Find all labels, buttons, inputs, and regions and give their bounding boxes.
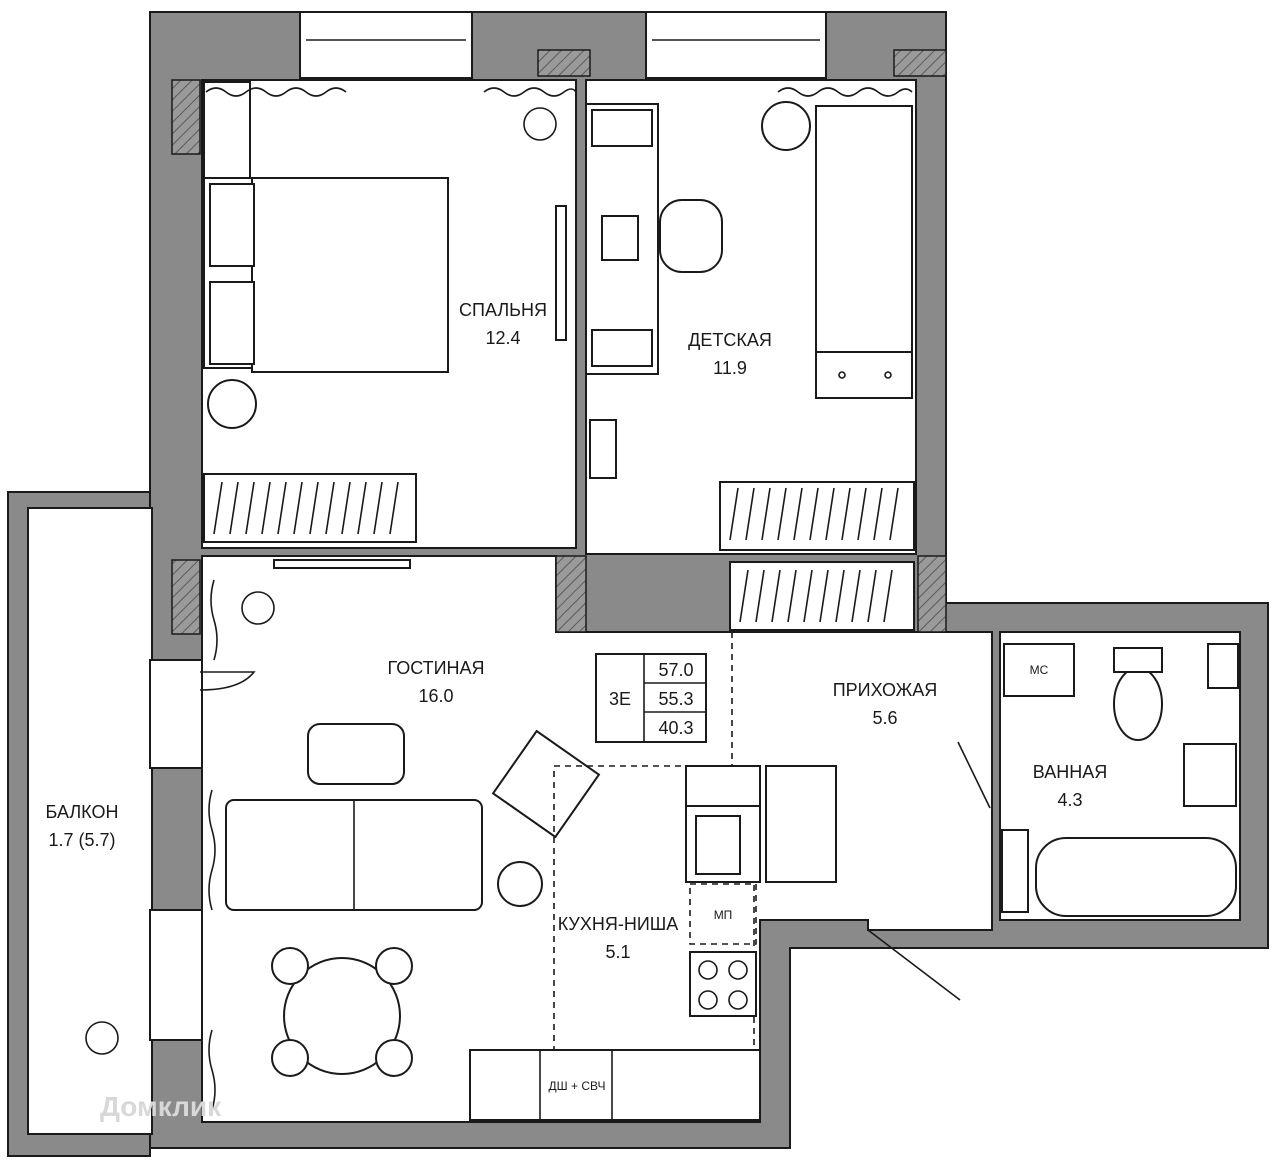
bath-name: ВАННАЯ — [1033, 762, 1107, 782]
watermark: Домклик — [100, 1091, 222, 1122]
kitchen-area: 5.1 — [605, 942, 630, 962]
bedroom-area: 12.4 — [485, 328, 520, 348]
dishwasher-microwave-label: ДШ + СВЧ — [549, 1079, 606, 1093]
windows — [149, 11, 827, 1041]
total-area: 57.0 — [658, 660, 693, 680]
living-name: ГОСТИНАЯ — [387, 658, 484, 678]
kitchen-name: КУХНЯ-НИША — [558, 914, 679, 934]
kids-furniture — [585, 87, 915, 631]
bedroom-name: СПАЛЬНЯ — [459, 300, 547, 320]
apartment-type: 3Е — [609, 689, 631, 709]
balcony-area: 1.7 (5.7) — [48, 830, 115, 850]
living-area: 16.0 — [418, 686, 453, 706]
area-without-balcony: 55.3 — [658, 689, 693, 709]
hall-bath-furniture — [731, 632, 1239, 1001]
hall-area: 5.6 — [872, 708, 897, 728]
area-summary: 3Е 57.0 55.3 40.3 — [595, 653, 707, 743]
living-area-total: 40.3 — [658, 718, 693, 738]
living-furniture — [199, 559, 601, 1111]
dishwasher-label: МП — [714, 908, 733, 922]
kids-name: ДЕТСКАЯ — [688, 330, 772, 350]
plant-icons — [85, 107, 557, 1055]
washing-machine-label: МС — [1030, 663, 1049, 677]
kitchen-furniture — [469, 765, 837, 1121]
kids-area: 11.9 — [713, 358, 747, 378]
hall-name: ПРИХОЖАЯ — [833, 680, 938, 700]
bedroom-furniture — [203, 81, 577, 543]
structural-columns — [171, 49, 947, 635]
bath-area: 4.3 — [1057, 790, 1082, 810]
balcony-name: БАЛКОН — [46, 802, 119, 822]
